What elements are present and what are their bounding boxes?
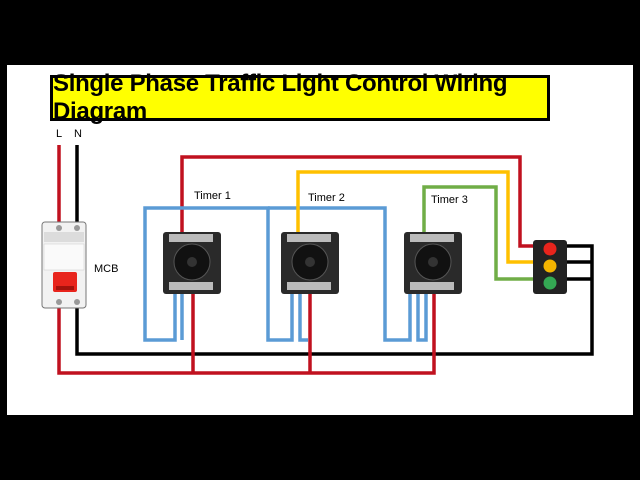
traffic-light (533, 240, 567, 294)
neutral-label: N (74, 128, 82, 140)
timer-3-socket (404, 232, 462, 294)
red-lamp (543, 242, 557, 256)
neutral-bus (75, 244, 594, 356)
timer-2-socket (281, 232, 339, 294)
yellow-lamp (543, 259, 557, 273)
timer-1-label: Timer 1 (194, 190, 231, 202)
timer-1-socket (163, 232, 221, 294)
relay-wire-1 (143, 206, 294, 342)
mcb-breaker (41, 221, 87, 309)
mcb-label: MCB (94, 263, 119, 275)
yellow-lamp-wire (296, 170, 535, 264)
timer-3-label: Timer 3 (431, 194, 468, 206)
green-lamp-wire (422, 185, 535, 281)
live-label: L (56, 128, 63, 140)
green-lamp (543, 276, 557, 290)
red-lamp-wire (180, 155, 535, 248)
timer-2-label: Timer 2 (308, 192, 345, 204)
diagram-title: Single Phase Traffic Light Control Wirin… (50, 70, 550, 125)
relay-wire-2 (268, 206, 412, 342)
live-bus (57, 292, 436, 375)
